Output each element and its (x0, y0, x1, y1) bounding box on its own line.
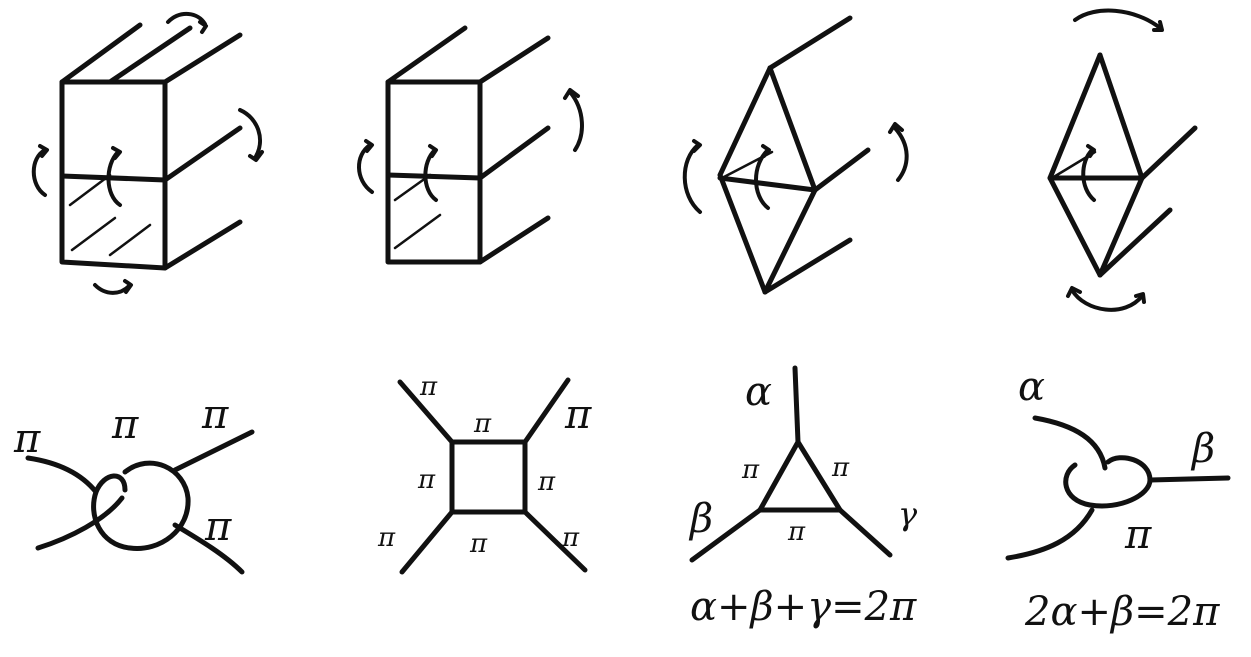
ring-label-upper-right: π (201, 392, 229, 438)
square-label-left: π (417, 465, 436, 495)
rotation-arrow-icon (893, 126, 909, 182)
loop-label-top: α (1018, 364, 1045, 410)
rotation-arrow-icon (31, 148, 47, 197)
ring-label-left: π (13, 416, 41, 462)
square-label-top: π (473, 409, 492, 439)
triangle-junction: α β γ π π π α+β+γ=2π (688, 365, 918, 630)
ring-label-top: π (111, 402, 139, 448)
square-label-right: π (537, 467, 556, 497)
rotation-arrow-icon (166, 12, 207, 26)
rotation-arrow-icon (568, 90, 584, 152)
square-label-outer-topright: π (564, 392, 592, 438)
loop-label-right: β (1190, 426, 1215, 472)
triangle-label-edge-left: π (741, 455, 760, 485)
triangle-label-top: α (745, 369, 772, 415)
triangle-equation: α+β+γ=2π (690, 584, 917, 630)
triangle-label-left: β (688, 496, 713, 542)
rotation-arrow-icon (238, 108, 262, 160)
ring-junction: π π π π (13, 392, 255, 575)
ring-label-lower-right: π (204, 504, 232, 550)
triangle-label-edge-right: π (831, 453, 850, 483)
diamond-cell-4 (1047, 8, 1198, 312)
box-cell-2 (357, 25, 584, 265)
square-label-outer-bottomleft: π (377, 523, 396, 553)
rotation-arrow-icon (1081, 148, 1096, 202)
loop-equation: 2α+β=2π (1024, 589, 1220, 635)
triangle-label-edge-bottom: π (787, 517, 806, 547)
loop-label-bottom: π (1124, 512, 1152, 558)
square-label-outer-bottomright: π (561, 523, 580, 553)
square-label-outer-topleft: π (419, 372, 438, 402)
loop-junction: α β π 2α+β=2π (1005, 364, 1231, 635)
square-label-bottom: π (469, 529, 488, 559)
triangle-label-right: γ (898, 495, 918, 533)
rotation-arrow-icon (1073, 8, 1162, 30)
rotation-arrow-icon (357, 143, 374, 194)
rotation-arrow-icon (682, 143, 702, 214)
box-cell-1 (31, 12, 264, 295)
diamond-cell-3 (682, 15, 909, 295)
square-junction: π π π π π π π π (377, 372, 592, 575)
rotation-arrow-icon (1070, 288, 1144, 312)
